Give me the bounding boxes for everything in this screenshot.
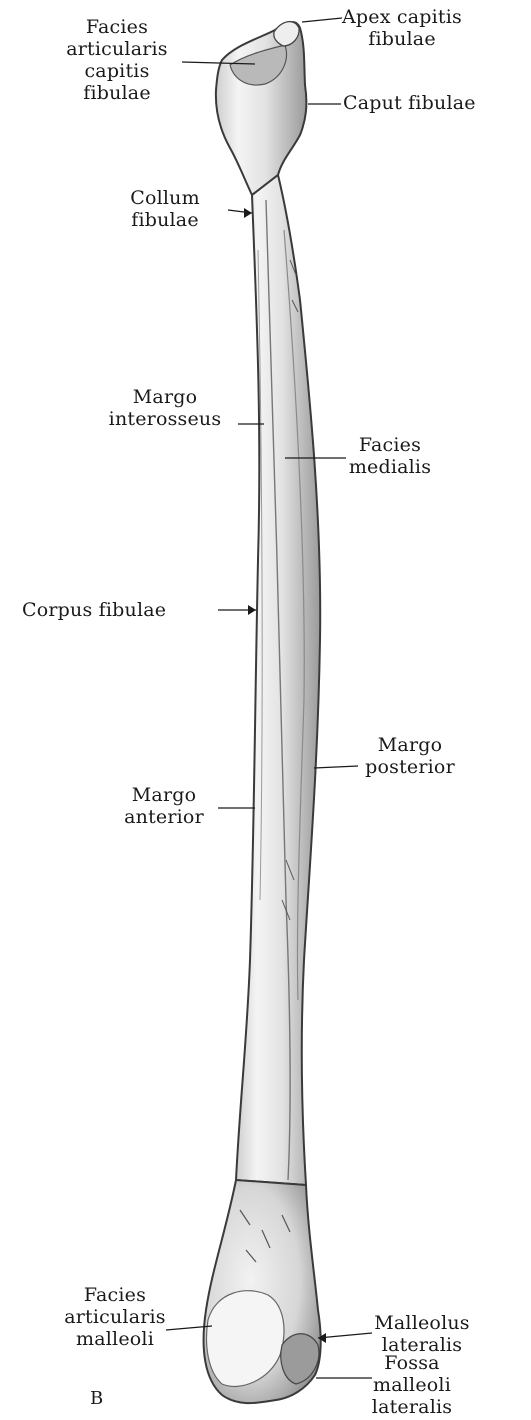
label-collum-fibulae: Collum fibulae	[110, 187, 220, 231]
label-facies-articularis-malleoli: Facies articularis malleoli	[50, 1284, 180, 1350]
label-margo-posterior: Margo posterior	[355, 734, 465, 778]
fibula-head	[216, 22, 307, 195]
label-caput-fibulae: Caput fibulae	[343, 92, 476, 114]
label-margo-interosseus: Margo interosseus	[90, 386, 240, 430]
label-malleolus-lateralis: Malleolus lateralis	[362, 1312, 482, 1356]
label-margo-anterior: Margo anterior	[108, 784, 220, 828]
fibula-shaft	[236, 175, 320, 1185]
label-facies-medialis: Facies medialis	[340, 434, 440, 478]
label-fossa-malleoli-lateralis: Fossa malleoli lateralis	[362, 1352, 462, 1418]
label-apex-capitis: Apex capitis fibulae	[342, 6, 462, 50]
figure-letter: B	[90, 1388, 103, 1410]
label-corpus-fibulae: Corpus fibulae	[22, 599, 166, 621]
label-facies-articularis-capitis: Facies articularis capitis fibulae	[52, 16, 182, 104]
